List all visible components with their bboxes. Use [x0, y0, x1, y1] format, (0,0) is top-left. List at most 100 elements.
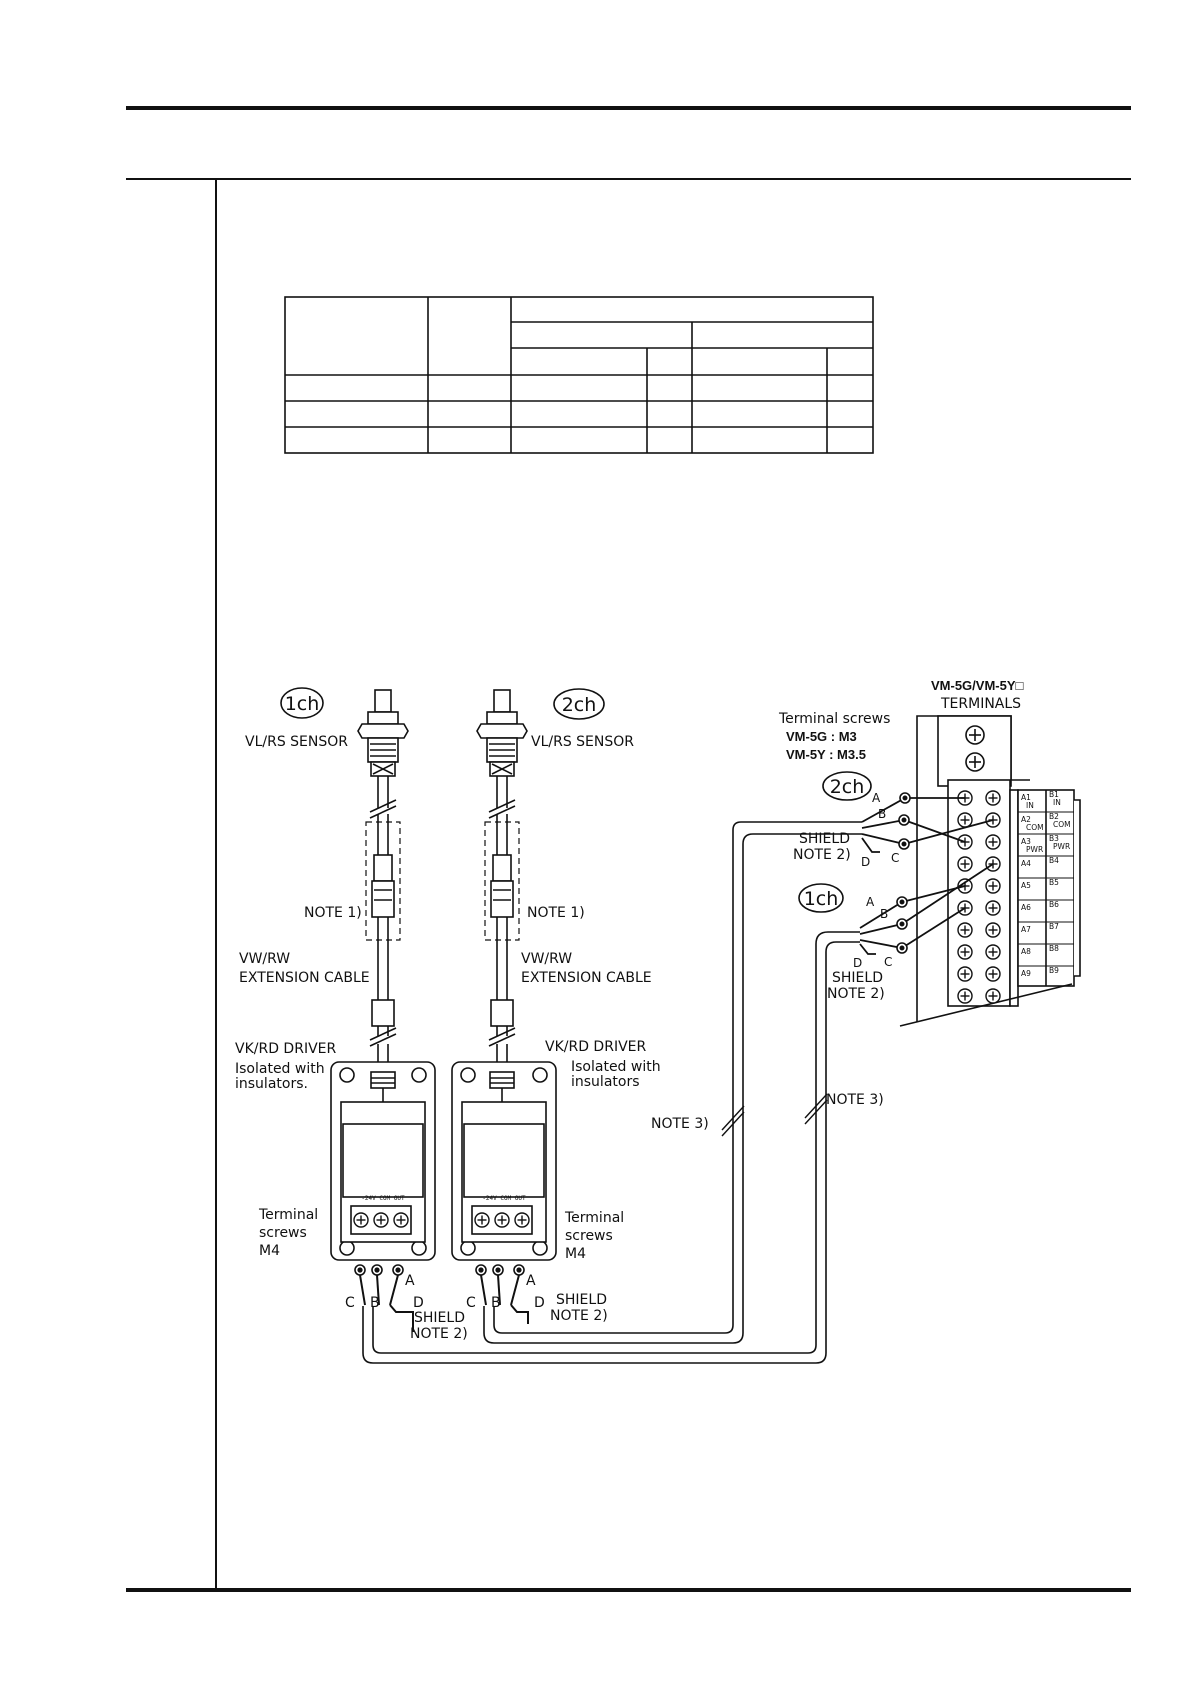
- driver-1-shield-label: SHIELD: [414, 1310, 465, 1326]
- channel-2-label: 2ch: [562, 694, 597, 716]
- driver-1-letter-a: A: [405, 1273, 415, 1289]
- ch1-letter-c: C: [884, 955, 892, 969]
- driver-2-note-2: NOTE 2): [550, 1308, 608, 1324]
- driver-1-screws-line2: screws: [259, 1225, 307, 1241]
- channel-1-driver-leads: [354, 1264, 414, 1332]
- driver-1-label: VK/RD DRIVER: [235, 1041, 336, 1057]
- sensor-1-label: VL/RS SENSOR: [245, 734, 348, 750]
- extension-cable-2-line1: VW/RW: [521, 951, 572, 967]
- channel-2-badge-sensor: 2ch: [553, 688, 605, 720]
- note-3-channel-1-cable: NOTE 3): [826, 1092, 884, 1108]
- driver-2-letter-b: B: [491, 1295, 501, 1311]
- driver-2-shield-label: SHIELD: [556, 1292, 607, 1308]
- channel-1-badge-terminal: 1ch: [798, 883, 844, 913]
- terminal-label-b9: B9: [1049, 966, 1059, 975]
- channel-1-assembly: [330, 689, 436, 1332]
- channel-2-terminal-label: 2ch: [830, 776, 865, 798]
- driver-2-letter-c: C: [466, 1295, 476, 1311]
- terminal-sub-a3: PWR: [1026, 845, 1043, 854]
- terminal-label-b1: B1: [1049, 790, 1059, 799]
- terminal-sub-a2: COM: [1026, 823, 1044, 832]
- driver-2-terminal-legend: -24V COM OUT: [482, 1195, 526, 1202]
- driver-1-screws-line1: Terminal: [258, 1207, 318, 1223]
- terminal-label-a8: A8: [1021, 947, 1031, 956]
- channel-2-cable: [484, 776, 520, 1072]
- signal-cable-channel-2: [483, 821, 862, 1344]
- ch2-note-2: NOTE 2): [793, 847, 851, 863]
- driver-1-note-2: NOTE 2): [410, 1326, 468, 1342]
- channel-2-driver: [451, 1061, 557, 1261]
- channel-1-label: 1ch: [285, 693, 320, 715]
- terminal-label-b8: B8: [1049, 944, 1059, 953]
- header-bottom-rule: [126, 178, 1131, 180]
- driver-2-screws-line2: screws: [565, 1228, 613, 1244]
- channel-2-badge-terminal: 2ch: [822, 771, 872, 801]
- terminal-block-title-line2: TERMINALS: [940, 696, 1021, 712]
- channel-1-sensor: [357, 689, 409, 777]
- note-1-left: NOTE 1): [304, 905, 362, 921]
- terminal-screws-vm5y: VM-5Y : M3.5: [786, 747, 866, 762]
- ch2-letter-a: A: [872, 791, 881, 805]
- ch1-letter-a: A: [866, 895, 875, 909]
- driver-2-screws-line1: Terminal: [564, 1210, 624, 1226]
- terminal-label-a7: A7: [1021, 925, 1031, 934]
- driver-2-screws-line3: M4: [565, 1246, 586, 1262]
- channel-1-badge: 1ch: [280, 687, 324, 719]
- sensor-2-label: VL/RS SENSOR: [531, 734, 634, 750]
- driver-1-letter-b: B: [370, 1295, 380, 1311]
- channel-1-terminal-label: 1ch: [804, 888, 839, 910]
- terminal-leads-channel-2: [861, 792, 994, 853]
- ch1-letter-b: B: [880, 907, 888, 921]
- terminal-label-a3: A3: [1021, 837, 1031, 846]
- driver-1-screws-line3: M4: [259, 1243, 280, 1259]
- ch1-note-2: NOTE 2): [827, 986, 885, 1002]
- terminal-sub-a1: IN: [1026, 801, 1034, 810]
- terminal-label-b2: B2: [1049, 812, 1059, 821]
- driver-1-letter-c: C: [345, 1295, 355, 1311]
- terminal-label-a4: A4: [1021, 859, 1031, 868]
- terminal-label-a9: A9: [1021, 969, 1031, 978]
- terminal-sub-b2: COM: [1053, 820, 1071, 829]
- channel-1-driver: [330, 1061, 436, 1261]
- channel-2-sensor: [476, 689, 528, 777]
- terminal-label-b6: B6: [1049, 900, 1059, 909]
- terminal-sub-b1: IN: [1053, 798, 1061, 807]
- driver-2-isolated-line1: Isolated with: [571, 1059, 661, 1075]
- cable-break-marks: [721, 1093, 828, 1137]
- driver-1-isolated-line1: Isolated with: [235, 1061, 325, 1077]
- driver-2-label: VK/RD DRIVER: [545, 1039, 646, 1055]
- ch2-letter-d: D: [861, 855, 870, 869]
- driver-2-letter-a: A: [526, 1273, 536, 1289]
- driver-2-isolated-line2: insulators: [571, 1074, 640, 1090]
- ch2-shield-label: SHIELD: [799, 831, 850, 847]
- channel-1-cable: [365, 776, 401, 1072]
- driver-2-letter-d: D: [534, 1295, 545, 1311]
- signal-cable-channel-1: [362, 931, 860, 1364]
- terminal-label-a6: A6: [1021, 903, 1031, 912]
- ch2-letter-c: C: [891, 851, 899, 865]
- terminal-label-b5: B5: [1049, 878, 1059, 887]
- extension-cable-1-line2: EXTENSION CABLE: [239, 970, 370, 986]
- driver-1-isolated-line2: insulators.: [235, 1076, 308, 1092]
- ch2-letter-b: B: [878, 807, 886, 821]
- terminal-label-a1: A1: [1021, 793, 1031, 802]
- driver-1-terminal-legend: -24V COM OUT: [361, 1195, 405, 1202]
- vm-terminal-block: [899, 715, 1081, 1027]
- terminal-leads-channel-1: [859, 863, 994, 955]
- header-top-rule: [126, 106, 1131, 110]
- footer-rule: [126, 1588, 1131, 1592]
- terminal-sub-b3: PWR: [1053, 842, 1070, 851]
- terminal-label-b7: B7: [1049, 922, 1059, 931]
- channel-2-driver-leads: [475, 1264, 529, 1324]
- specification-table: [284, 296, 874, 454]
- margin-vertical-rule: [215, 178, 217, 1590]
- terminal-screws-title: Terminal screws: [778, 711, 890, 727]
- note-1-right: NOTE 1): [527, 905, 585, 921]
- ch1-letter-d: D: [853, 956, 862, 970]
- extension-cable-2-line2: EXTENSION CABLE: [521, 970, 652, 986]
- terminal-label-b3: B3: [1049, 834, 1059, 843]
- note-3-channel-2-cable: NOTE 3): [651, 1116, 709, 1132]
- terminal-label-a5: A5: [1021, 881, 1031, 890]
